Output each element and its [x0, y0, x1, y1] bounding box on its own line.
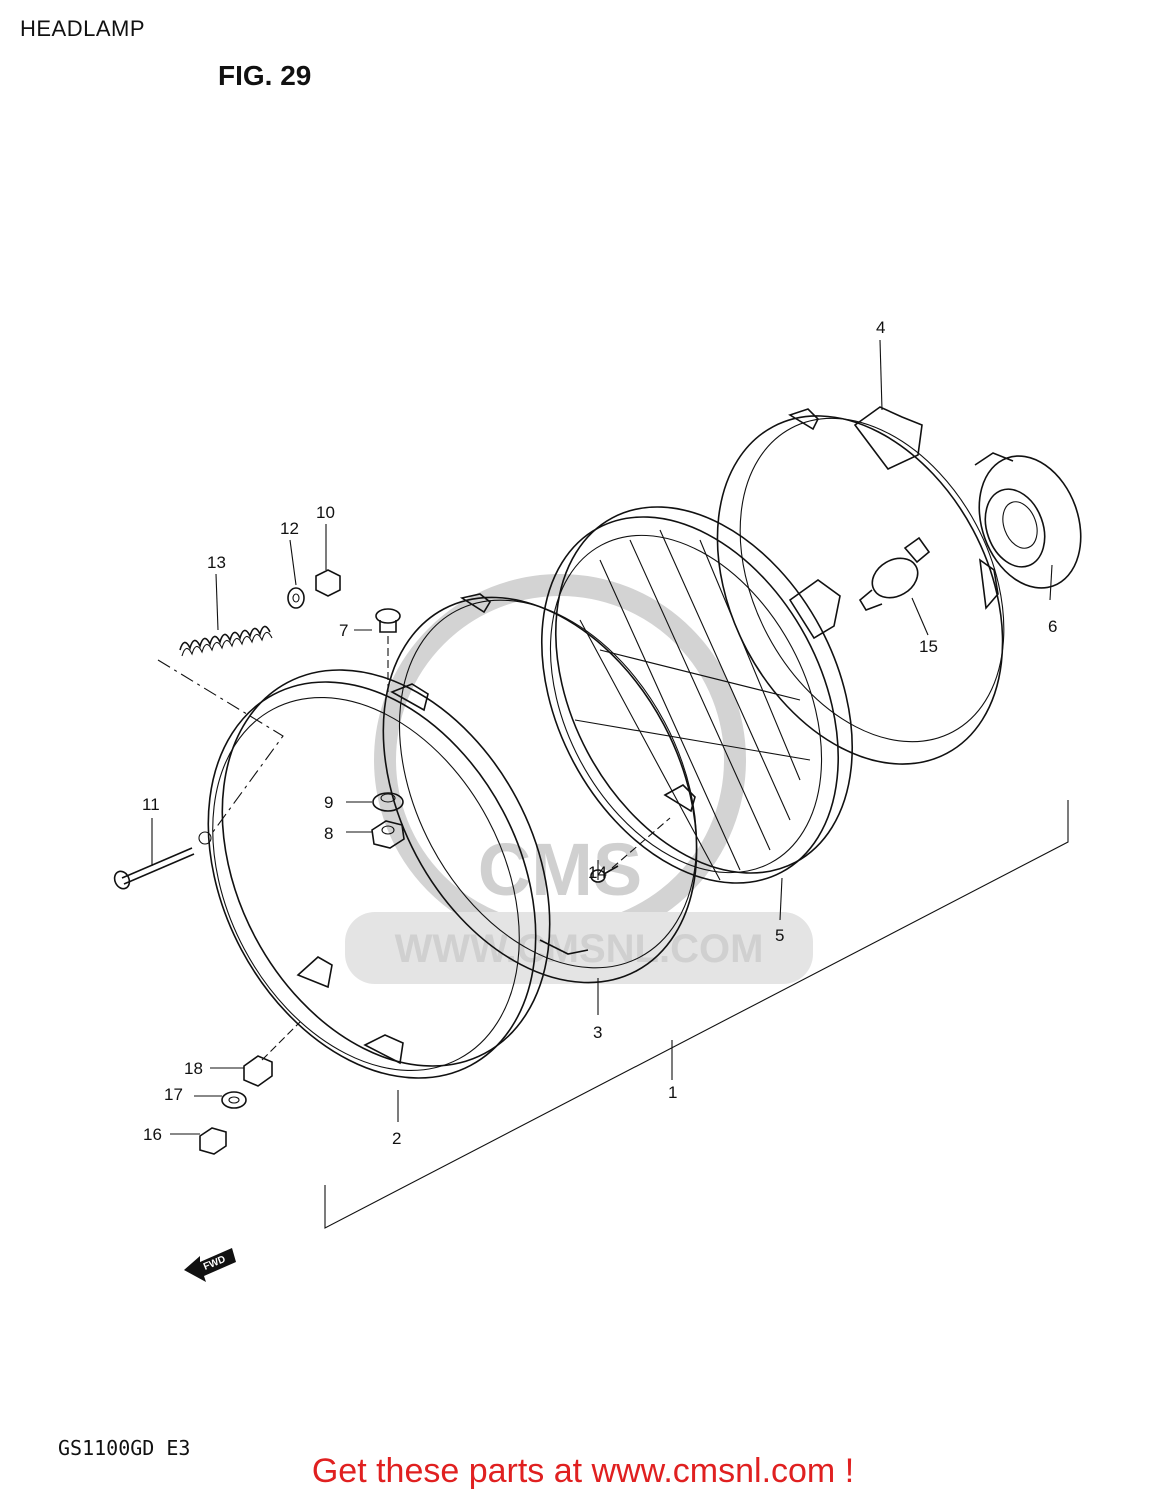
callout-17: 17 [164, 1085, 183, 1104]
part-socket-cover [974, 452, 1082, 589]
callout-2: 2 [392, 1129, 401, 1148]
part-mounting-ring [382, 593, 698, 984]
part-washer-12 [287, 587, 305, 609]
callout-12: 12 [280, 519, 299, 538]
callout-6: 6 [1048, 617, 1057, 636]
part-spring [179, 625, 273, 657]
callout-7: 7 [339, 621, 348, 640]
callout-10: 10 [316, 503, 335, 522]
callout-13: 13 [207, 553, 226, 572]
part-sealed-beam [540, 506, 854, 884]
model-code: GS1100GD E3 [58, 1436, 191, 1460]
part-nut-8 [371, 820, 405, 849]
callout-9: 9 [324, 793, 333, 812]
promo-link-text[interactable]: Get these parts at www.cmsnl.com ! [311, 1452, 855, 1490]
callout-11: 11 [142, 795, 160, 814]
watermark-logo-text: CMS [478, 828, 642, 911]
callout-8: 8 [324, 824, 333, 843]
fwd-arrow: FWD [184, 1248, 236, 1282]
callout-3: 3 [593, 1023, 602, 1042]
figure-label: FIG. 29 [218, 60, 312, 91]
part-screw-7 [375, 608, 401, 633]
part-bolt-18 [243, 1055, 273, 1087]
callout-5: 5 [775, 926, 784, 945]
callout-16: 16 [143, 1125, 162, 1144]
part-housing [716, 406, 1005, 765]
callout-labels: 1 2 3 4 5 6 7 8 9 10 11 12 13 14 15 16 1… [142, 318, 1057, 1148]
part-long-screw [113, 847, 195, 890]
watermark-logo: WWW.CMSNL.COM CMS [345, 574, 813, 984]
part-grommet-9 [372, 792, 404, 812]
part-washer-17 [221, 1091, 247, 1109]
leader-lines [151, 339, 1053, 1135]
callout-14: 14 [588, 863, 607, 882]
callout-1: 1 [668, 1083, 677, 1102]
part-bulb [858, 536, 931, 611]
callout-15: 15 [919, 637, 938, 656]
watermark-banner [345, 912, 813, 984]
assembly-bracket [324, 800, 1069, 1229]
callout-18: 18 [184, 1059, 203, 1078]
callout-4: 4 [876, 318, 885, 337]
watermark-site-text: WWW.CMSNL.COM [395, 927, 764, 971]
part-screw-16 [199, 1127, 227, 1155]
page-title: HEADLAMP [20, 16, 146, 41]
part-rim [198, 669, 551, 1079]
part-nut-10 [315, 569, 341, 597]
